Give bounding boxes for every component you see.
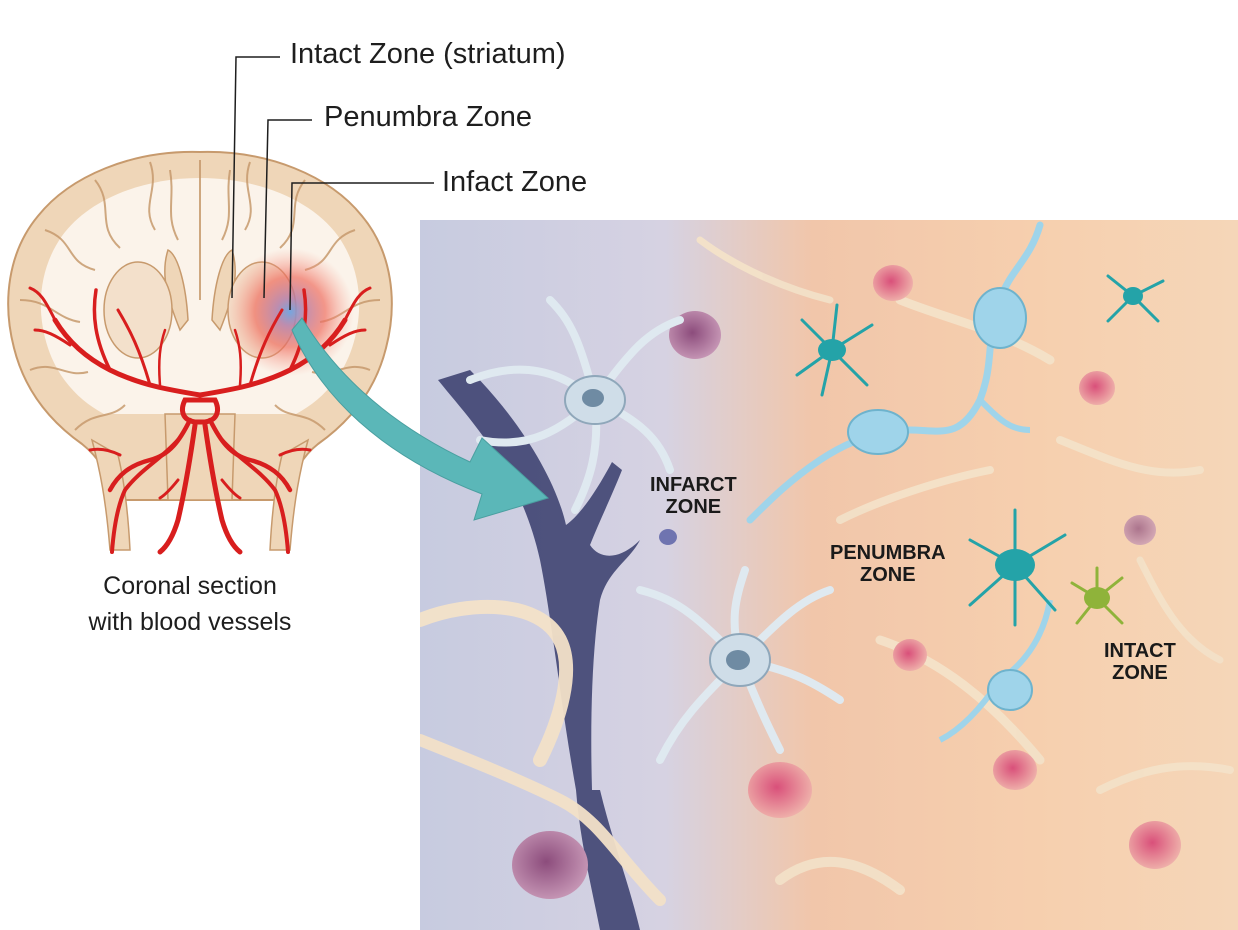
zone-label-penumbra-line-1: PENUMBRA — [830, 542, 946, 564]
brain-caption: Coronal section with blood vessels — [40, 568, 340, 640]
zone-label-infarct-line-1: INFARCT — [650, 474, 737, 496]
callout-intact-zone: Intact Zone (striatum) — [290, 38, 566, 71]
zone-label-intact: INTACT ZONE — [1104, 640, 1176, 684]
zone-label-intact-line-2: ZONE — [1104, 662, 1176, 684]
zone-label-penumbra: PENUMBRA ZONE — [830, 542, 946, 586]
callout-penumbra-zone: Penumbra Zone — [324, 101, 532, 134]
coronal-brain-section — [8, 152, 392, 550]
zone-label-penumbra-line-2: ZONE — [830, 564, 946, 586]
callout-infact-zone: Infact Zone — [442, 166, 587, 199]
brain-caption-line-1: Coronal section — [40, 568, 340, 604]
microscopic-panel — [420, 220, 1238, 930]
zone-label-intact-line-1: INTACT — [1104, 640, 1176, 662]
zone-label-infarct-line-2: ZONE — [650, 496, 737, 518]
brain-caption-line-2: with blood vessels — [40, 604, 340, 640]
zone-label-infarct: INFARCT ZONE — [650, 474, 737, 518]
